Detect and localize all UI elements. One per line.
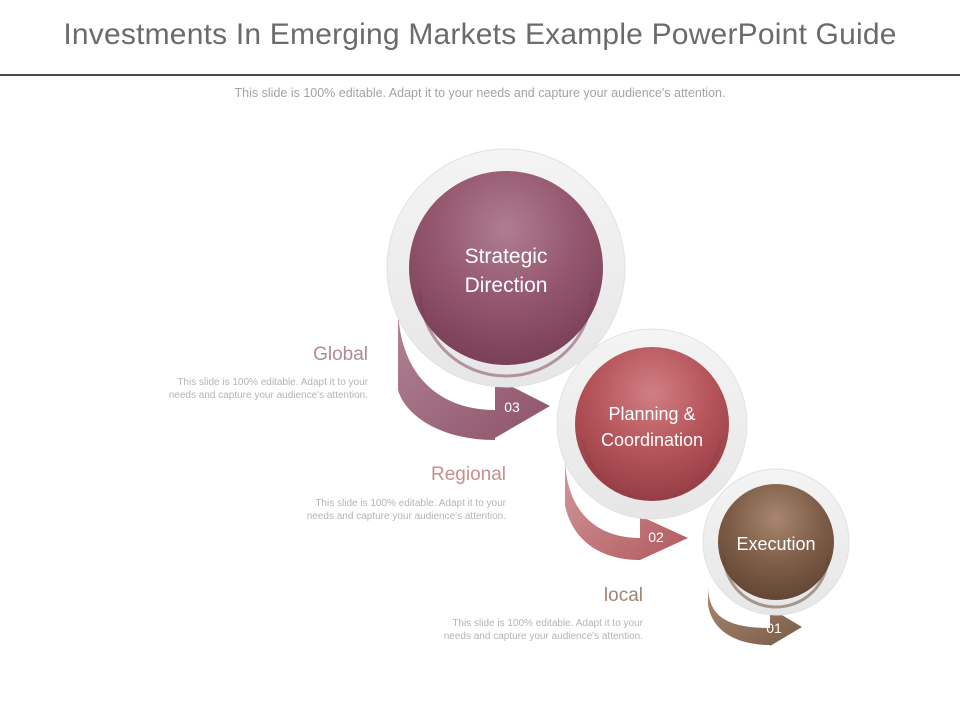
label-local-desc: This slide is 100% editable. Adapt it to… [363, 617, 643, 643]
circle-strategic-direction [386, 148, 626, 388]
arrow-01 [708, 585, 802, 646]
arrow-03 [398, 305, 550, 440]
arrow-number-02: 02 [648, 529, 664, 545]
label-regional-desc-line2: needs and capture your audience's attent… [306, 511, 506, 522]
label-global-heading: Global [313, 344, 368, 365]
label-global-desc-line2: needs and capture your audience's attent… [168, 390, 368, 401]
circle-execution [702, 468, 850, 616]
planning-label-line2: Coordination [601, 430, 703, 450]
arrow-number-03: 03 [504, 399, 520, 415]
strategic-label-line2: Direction [465, 274, 548, 297]
arrow-02 [565, 455, 688, 560]
planning-label-line1: Planning & [608, 404, 695, 424]
slide-subtitle: This slide is 100% editable. Adapt it to… [234, 86, 726, 100]
execution-label: Execution [736, 534, 815, 554]
label-local-desc-line2: needs and capture your audience's attent… [443, 631, 643, 642]
title-divider [0, 74, 960, 76]
label-local-heading: local [603, 585, 643, 606]
label-global-desc: This slide is 100% editable. Adapt it to… [88, 376, 368, 402]
strategic-label-line1: Strategic [465, 245, 548, 268]
label-regional-desc-line1: This slide is 100% editable. Adapt it to… [315, 498, 506, 509]
slide-title: Investments In Emerging Markets Example … [63, 18, 897, 51]
label-global-desc-line1: This slide is 100% editable. Adapt it to… [177, 377, 368, 388]
label-local-desc-line1: This slide is 100% editable. Adapt it to… [452, 618, 643, 629]
circle-planning-coordination [556, 328, 748, 520]
arrow-number-01: 01 [766, 620, 782, 636]
label-regional-heading: Regional [431, 464, 506, 485]
label-regional-desc: This slide is 100% editable. Adapt it to… [226, 497, 506, 523]
